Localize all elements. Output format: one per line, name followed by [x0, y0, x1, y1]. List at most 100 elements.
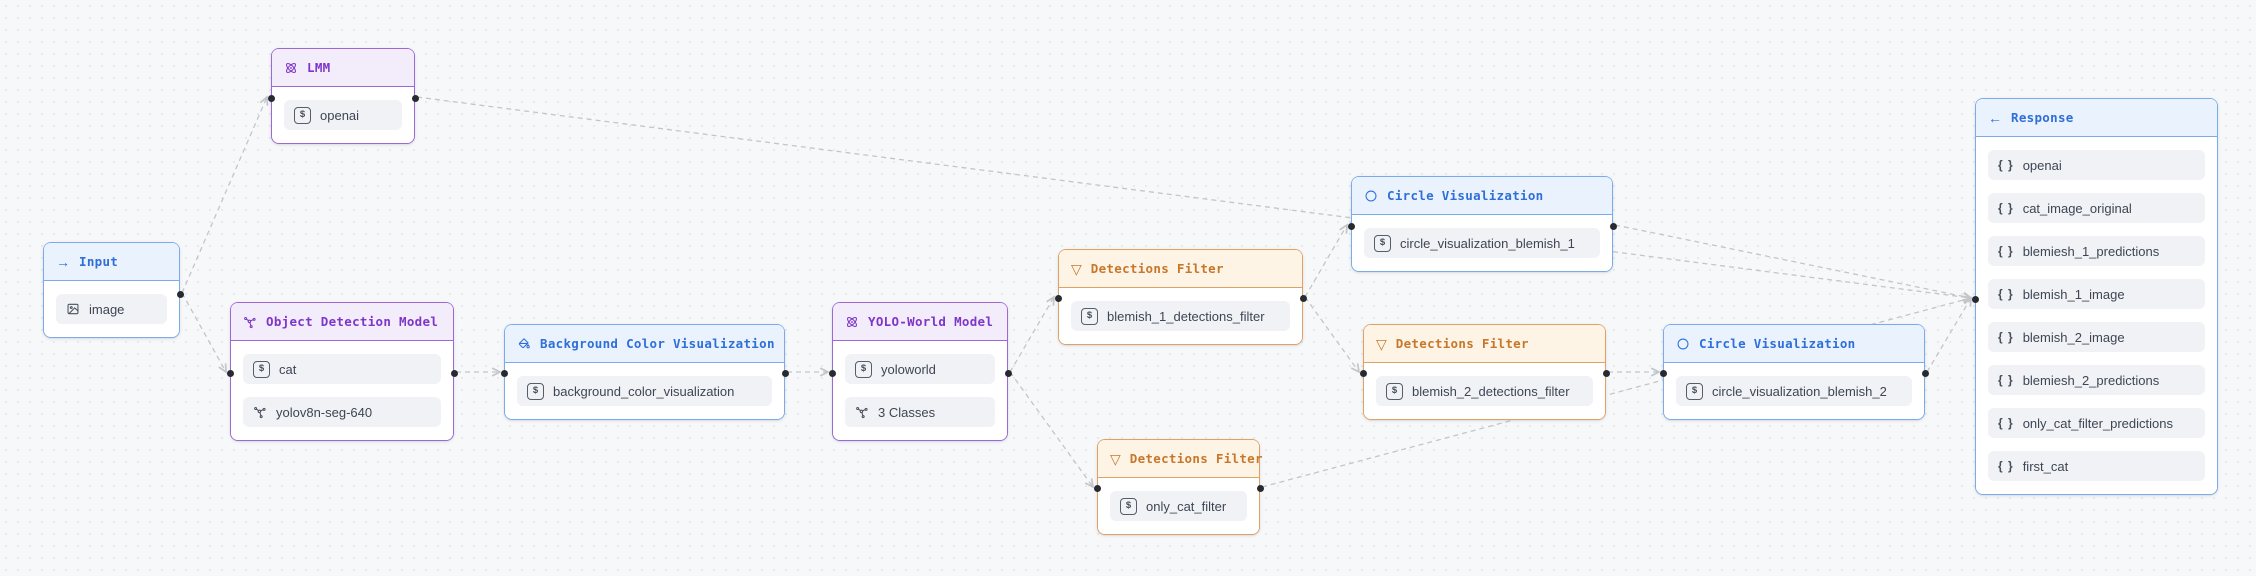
- edge-input-odm: [181, 292, 226, 372]
- node-item-cat_image_original[interactable]: { }cat_image_original: [1988, 193, 2205, 223]
- item-label: cat: [279, 361, 297, 377]
- dollar-icon: $: [1686, 382, 1703, 400]
- item-label: background_color_visualization: [553, 383, 735, 399]
- node-header-yolo[interactable]: YOLO-World Model: [833, 303, 1007, 341]
- port-out-bcv[interactable]: [781, 369, 789, 377]
- port-in-df2[interactable]: [1359, 369, 1367, 377]
- port-out-cv2[interactable]: [1921, 369, 1929, 377]
- node-header-cv1[interactable]: Circle Visualization: [1352, 177, 1612, 215]
- item-label: yolov8n-seg-640: [276, 404, 373, 420]
- dollar-icon: $: [294, 106, 311, 124]
- node-header-df2[interactable]: ▽Detections Filter: [1364, 325, 1605, 363]
- node-body: $ openai: [272, 87, 414, 143]
- node-header-input[interactable]: →Input: [44, 243, 179, 281]
- node-item-cat[interactable]: $ cat: [243, 354, 441, 384]
- node-title: YOLO-World Model: [868, 314, 994, 329]
- node-title: LMM: [307, 60, 331, 75]
- port-out-cv1[interactable]: [1609, 222, 1617, 230]
- node-item-yolov8n-seg-640[interactable]: yolov8n-seg-640: [243, 397, 441, 427]
- port-out-df1[interactable]: [1299, 294, 1307, 302]
- node-lmm[interactable]: LMM $ openai: [267, 48, 419, 144]
- node-title: Response: [2011, 110, 2074, 125]
- node-response[interactable]: ←Response{ }openai{ }cat_image_original{…: [1971, 98, 2218, 495]
- braces-icon: { }: [1998, 459, 2014, 473]
- node-bcv[interactable]: Background Color Visualization $backgroun…: [500, 324, 789, 420]
- braces-icon: { }: [1998, 287, 2014, 301]
- node-df1[interactable]: ▽Detections Filter $blemish_1_detections_…: [1054, 249, 1307, 345]
- node-odm[interactable]: Object Detection Model $ cat yolov8n-seg-64…: [226, 302, 458, 441]
- node-item-openai[interactable]: { }openai: [1988, 150, 2205, 180]
- node-item-image[interactable]: image: [56, 294, 167, 324]
- node-body: $circle_visualization_blemish_2: [1664, 363, 1924, 419]
- item-label: 3 Classes: [878, 404, 936, 420]
- node-cv2[interactable]: Circle Visualization $circle_visualizatio…: [1659, 324, 1929, 420]
- graph-icon: [243, 315, 257, 329]
- item-label: blemiesh_1_predictions: [2022, 243, 2160, 259]
- dollar-icon: $: [1374, 234, 1391, 252]
- port-in-lmm[interactable]: [267, 94, 275, 102]
- arrow-right-icon: →: [56, 253, 70, 270]
- node-item-blemish_1_detections_filter[interactable]: $blemish_1_detections_filter: [1071, 301, 1290, 331]
- node-header-cv2[interactable]: Circle Visualization: [1664, 325, 1924, 363]
- port-in-cv2[interactable]: [1659, 369, 1667, 377]
- node-item-blemish_1_image[interactable]: { } blemish_1_image: [1988, 279, 2205, 309]
- braces-icon: { }: [1998, 158, 2014, 172]
- node-yolo[interactable]: YOLO-World Model $yoloworld 3 Classes: [828, 302, 1012, 441]
- node-item-openai[interactable]: $ openai: [284, 100, 402, 130]
- node-header-response[interactable]: ← Response: [1976, 99, 2217, 137]
- port-in-yolo[interactable]: [828, 369, 836, 377]
- dollar-icon: $: [253, 360, 270, 378]
- dollar-icon: $: [1120, 497, 1137, 515]
- port-out-lmm[interactable]: [411, 94, 419, 102]
- node-title: Circle Visualization: [1387, 188, 1544, 203]
- dollar-icon: $: [1386, 382, 1403, 400]
- node-item-only_cat_filter_predictions[interactable]: { }only_cat_filter_predictions: [1988, 408, 2205, 438]
- port-in-df3[interactable]: [1093, 484, 1101, 492]
- node-item-only_cat_filter[interactable]: $only_cat_filter: [1110, 491, 1247, 521]
- node-header-lmm[interactable]: LMM: [272, 49, 414, 87]
- node-header-df1[interactable]: ▽Detections Filter: [1059, 250, 1302, 288]
- node-header-df3[interactable]: ▽ Detections Filter: [1098, 440, 1263, 478]
- node-item-yoloworld[interactable]: $yoloworld: [845, 354, 995, 384]
- node-item-blemiesh_1_predictions[interactable]: { }blemiesh_1_predictions: [1988, 236, 2205, 266]
- node-df2[interactable]: ▽Detections Filter $blemish_2_detections_…: [1359, 324, 1610, 420]
- port-in-odm[interactable]: [226, 369, 234, 377]
- funnel-icon: ▽: [1376, 335, 1387, 352]
- port-out-df3[interactable]: [1256, 484, 1264, 492]
- node-item-background_color_visualization[interactable]: $background_color_visualization: [517, 376, 772, 406]
- edge-lmm-response: [416, 96, 1971, 298]
- port-out-df2[interactable]: [1602, 369, 1610, 377]
- circle-icon: [1676, 337, 1690, 351]
- node-title: Detections Filter: [1129, 451, 1263, 466]
- node-body: { }openai{ }cat_image_original{ }blemies…: [1976, 137, 2217, 494]
- port-out-yolo[interactable]: [1004, 369, 1012, 377]
- port-in-cv1[interactable]: [1347, 222, 1355, 230]
- node-df3[interactable]: ▽ Detections Filter $only_cat_filter: [1093, 439, 1264, 535]
- node-item-circle_visualization_blemish_1[interactable]: $circle_visualization_blemish_1: [1364, 228, 1600, 258]
- node-item-blemish_2_detections_filter[interactable]: $blemish_2_detections_filter: [1376, 376, 1593, 406]
- node-body: $only_cat_filter: [1098, 478, 1259, 534]
- node-item-3 Classes[interactable]: 3 Classes: [845, 397, 995, 427]
- node-header-odm[interactable]: Object Detection Model: [231, 303, 453, 341]
- node-input[interactable]: →Input image: [43, 242, 184, 338]
- node-item-blemiesh_2_predictions[interactable]: { }blemiesh_2_predictions: [1988, 365, 2205, 395]
- node-item-circle_visualization_blemish_2[interactable]: $circle_visualization_blemish_2: [1676, 376, 1912, 406]
- port-out-odm[interactable]: [450, 369, 458, 377]
- node-cv1[interactable]: Circle Visualization $circle_visualizatio…: [1347, 176, 1617, 272]
- item-label: blemiesh_2_predictions: [2022, 372, 2160, 388]
- item-label: openai: [320, 107, 360, 123]
- node-item-blemish_2_image[interactable]: { }blemish_2_image: [1988, 322, 2205, 352]
- node-header-bcv[interactable]: Background Color Visualization: [505, 325, 784, 363]
- item-label: yoloworld: [881, 361, 936, 377]
- node-title: Detections Filter: [1090, 261, 1224, 276]
- item-label: blemish_1_image: [2022, 286, 2125, 302]
- node-item-first_cat[interactable]: { }first_cat: [1988, 451, 2205, 481]
- arrow-left-icon: ←: [1988, 109, 2002, 126]
- funnel-icon: ▽: [1110, 450, 1121, 467]
- port-in-df1[interactable]: [1054, 294, 1062, 302]
- braces-icon: { }: [1998, 201, 2014, 215]
- port-out-input[interactable]: [176, 290, 184, 298]
- port-in-bcv[interactable]: [500, 369, 508, 377]
- port-in-response[interactable]: [1971, 295, 1979, 303]
